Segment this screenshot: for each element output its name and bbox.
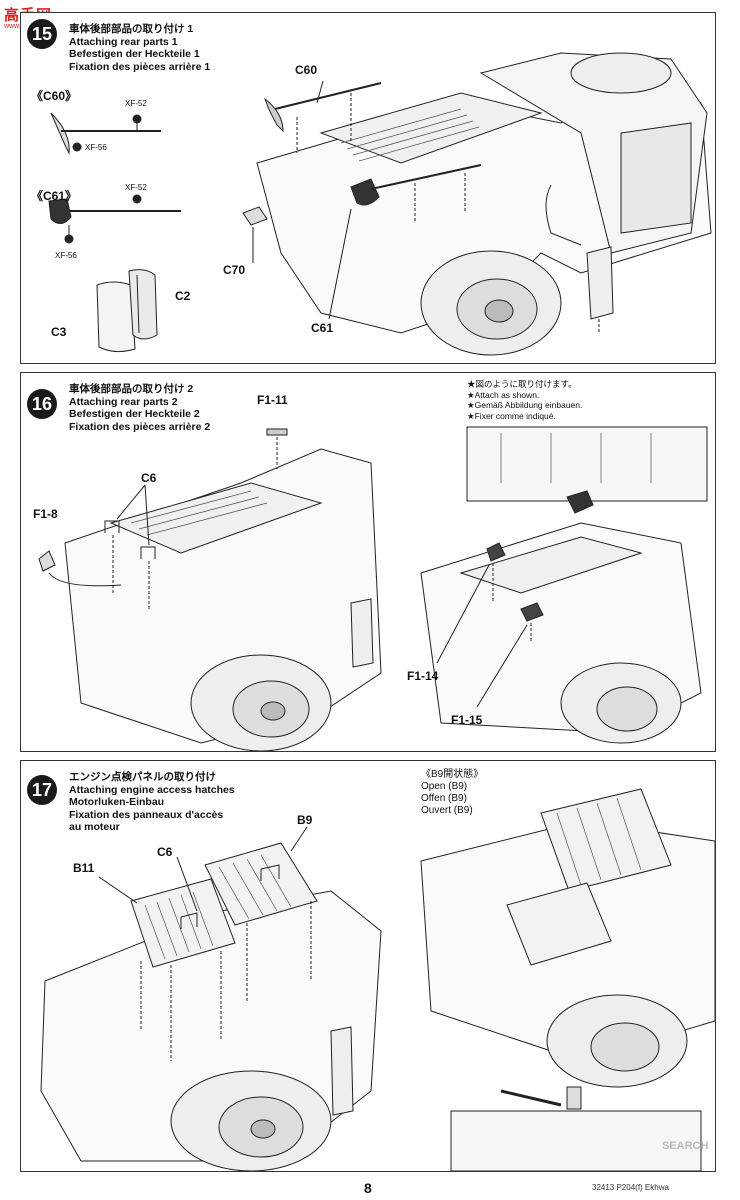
label-c3: C3 <box>51 325 67 339</box>
label-c70: C70 <box>223 263 246 277</box>
step-15-illustration <box>48 52 712 356</box>
label-c60-sub: 《C60》 <box>31 89 78 103</box>
label-b11: B11 <box>73 861 95 875</box>
label-c61: C61 <box>311 321 334 335</box>
label-c2: C2 <box>175 289 191 303</box>
step-17-number: 17 <box>27 775 57 805</box>
label-f1-8: F1-8 <box>33 507 58 521</box>
step-17-panel: 17 エンジン点検パネルの取り付け Attaching engine acces… <box>20 760 716 1172</box>
step-15-title: 車体後部部品の取り付け 1 Attaching rear parts 1 Bef… <box>69 23 211 73</box>
label-f1-11: F1-11 <box>257 393 288 407</box>
step-17-title: エンジン点検パネルの取り付け Attaching engine access h… <box>69 771 235 833</box>
paint-xf52-c61: XF-52 <box>125 183 147 192</box>
label-b9: B9 <box>297 813 313 827</box>
paint-xf52-c60: XF-52 <box>125 99 147 108</box>
step-15-number: 15 <box>27 19 57 49</box>
step-16-title: 車体後部部品の取り付け 2 Attaching rear parts 2 Bef… <box>69 383 211 433</box>
step-17-note: 《B9開状態》 Open (B9) Offen (B9) Ouvert (B9) <box>421 769 484 816</box>
step-15-panel: 15 車体後部部品の取り付け 1 Attaching rear parts 1 … <box>20 12 716 364</box>
label-c6: C6 <box>141 471 157 485</box>
label-f1-14: F1-14 <box>407 669 439 683</box>
label-c60: C60 <box>295 63 318 77</box>
label-c6: C6 <box>157 845 173 859</box>
bottom-watermark: SEARCH <box>662 1140 709 1152</box>
page-number: 8 <box>364 1180 372 1196</box>
step-16-panel: 16 車体後部部品の取り付け 2 Attaching rear parts 2 … <box>20 372 716 752</box>
step-17-illustration <box>40 788 715 1171</box>
paint-xf56-c61: XF-56 <box>55 251 77 260</box>
step-16-note: ★図のように取り付けます。 ★Attach as shown. ★Gemäß A… <box>467 379 583 421</box>
footer-code: 32413 P204(f) Ekhwa <box>592 1183 669 1192</box>
label-f1-15: F1-15 <box>451 713 483 727</box>
step-16-illustration <box>38 426 708 751</box>
label-c61-sub: 《C61》 <box>31 189 78 203</box>
step-16-number: 16 <box>27 389 57 419</box>
paint-xf56-c60: XF-56 <box>85 143 107 152</box>
